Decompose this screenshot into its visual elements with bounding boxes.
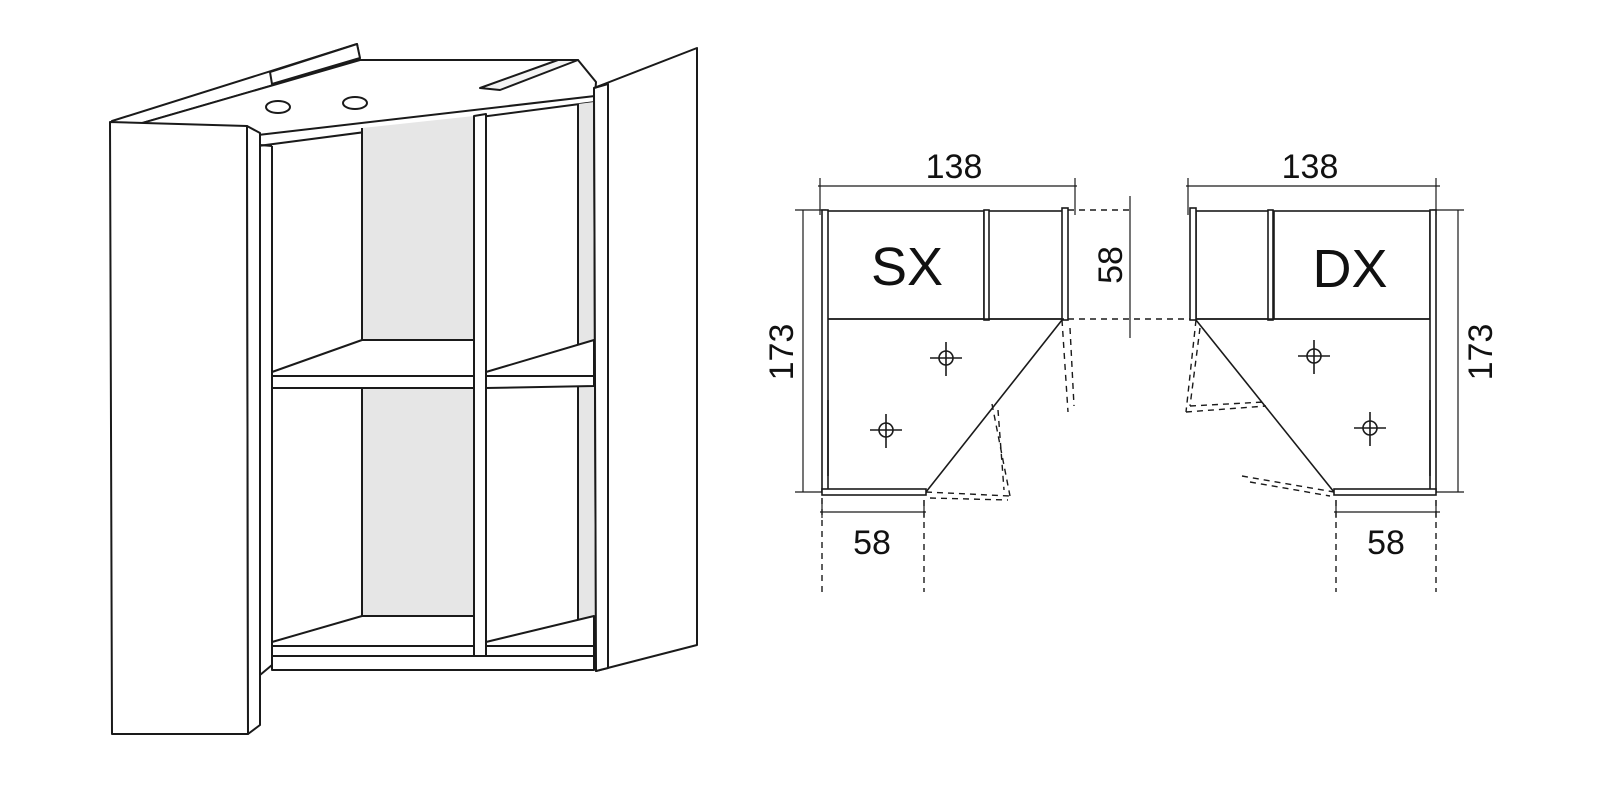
right-door <box>593 47 698 672</box>
dx-depth-dimension: 173 <box>1462 324 1500 381</box>
door-swing-dashes <box>1185 319 1437 592</box>
dx-label: DX <box>1312 239 1387 299</box>
sx-return-dimension: 58 <box>1092 246 1130 284</box>
fixing-point-icon <box>1354 412 1386 446</box>
fixing-point-icon <box>870 414 902 448</box>
dx-width-dimension: 138 <box>1282 148 1339 186</box>
dimension-lines <box>1186 178 1464 518</box>
tap-hole <box>342 96 368 110</box>
plan-dx-outline <box>1189 207 1437 496</box>
sx-door-dimension: 58 <box>853 524 891 562</box>
dx-door-dimension: 58 <box>1367 524 1405 562</box>
dimension-lines <box>795 178 1131 518</box>
door-swing-dashes <box>821 209 1196 592</box>
fixing-point-icon <box>1298 340 1330 374</box>
plan-sx-outline <box>821 207 1069 496</box>
cabinet-perspective-drawing <box>109 43 698 735</box>
left-door <box>109 121 273 735</box>
plan-sx <box>795 178 1196 592</box>
plan-dx <box>1185 178 1464 592</box>
cabinet-top <box>111 43 597 147</box>
fixing-point-icon <box>930 342 962 376</box>
sx-label: SX <box>871 237 943 297</box>
tap-hole <box>265 100 291 114</box>
sx-width-dimension: 138 <box>926 148 983 186</box>
sx-depth-dimension: 173 <box>763 324 801 381</box>
cabinet-interior <box>271 102 595 671</box>
